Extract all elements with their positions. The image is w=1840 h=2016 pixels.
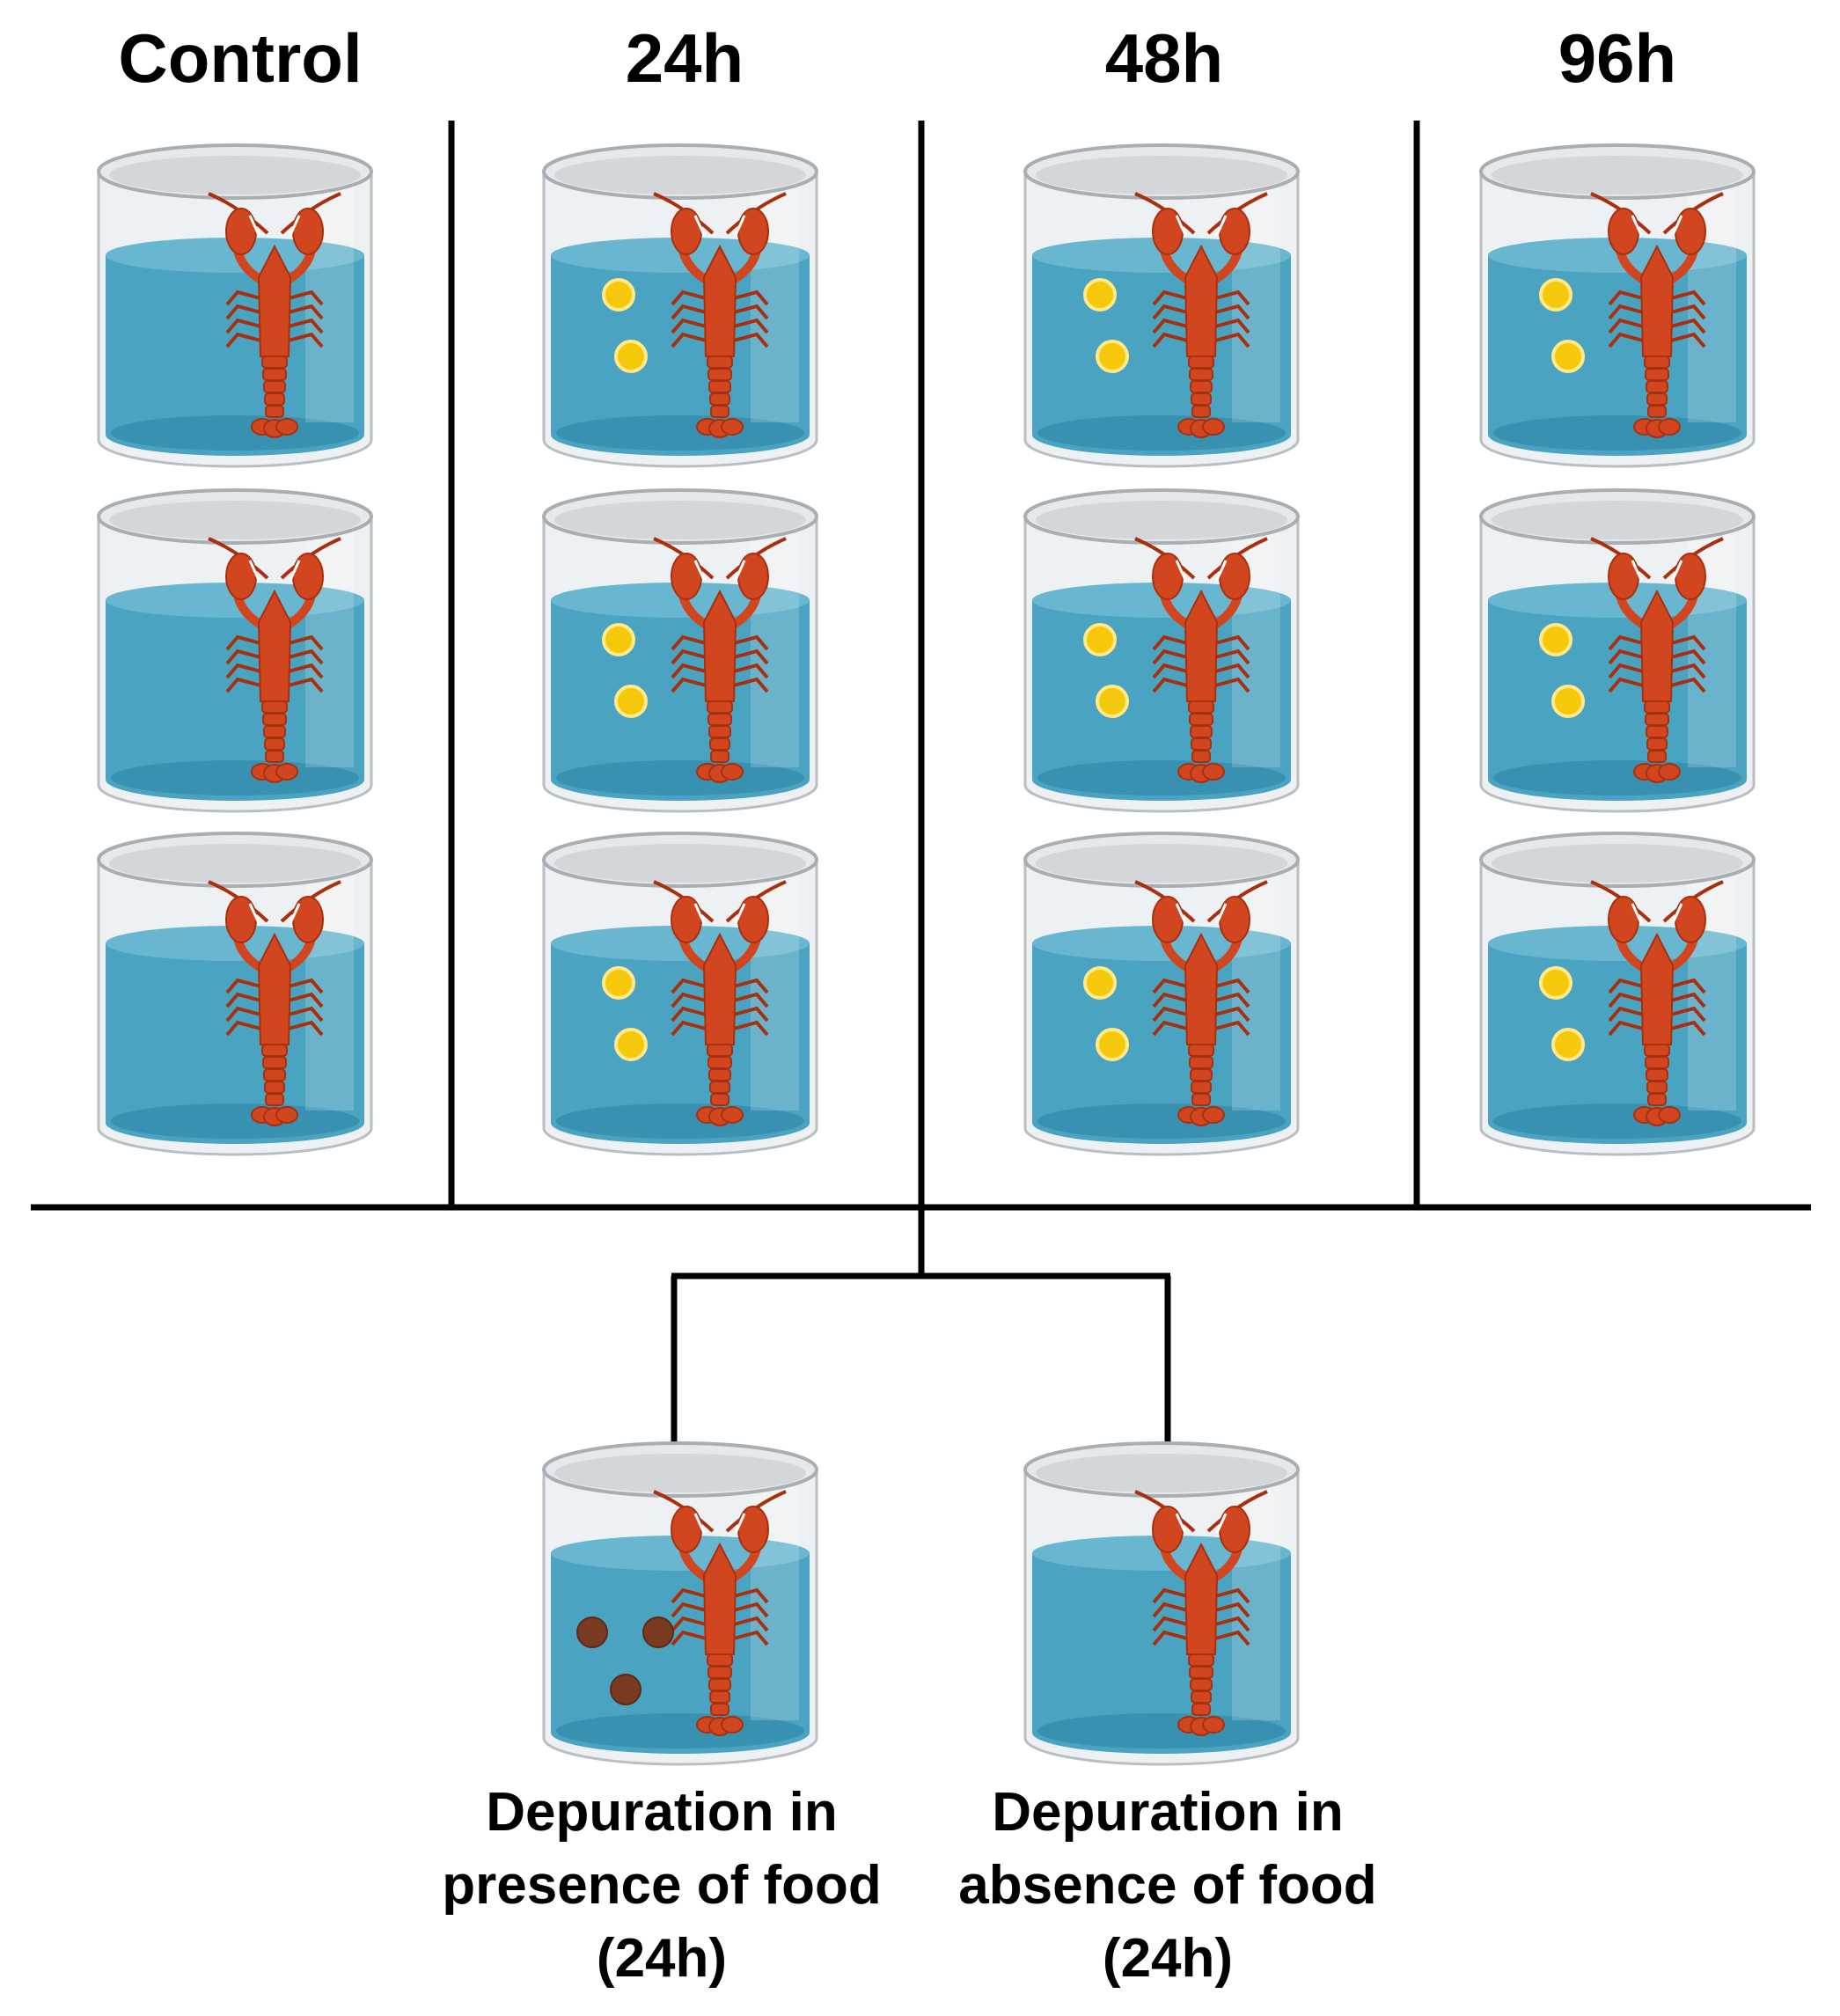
tank-24h-1 (542, 143, 818, 468)
pellet-icon (1539, 623, 1572, 656)
beaker-icon (1479, 832, 1756, 1156)
pellet-icon (602, 278, 635, 312)
header-control: Control (118, 19, 362, 97)
pellet-icon (1539, 278, 1572, 312)
caption-absence-line1: Depuration in (992, 1782, 1344, 1843)
pellet-icon (614, 1028, 648, 1061)
pellet-icon (1083, 966, 1117, 1000)
beaker-icon (97, 488, 373, 813)
crayfish-icon (1134, 537, 1268, 783)
crayfish-icon (1134, 192, 1268, 438)
tank-48h-2 (1023, 488, 1300, 813)
crayfish-icon (1590, 192, 1724, 438)
tank-24h-2 (542, 488, 818, 813)
caption-absence-line2: absence of food (958, 1855, 1376, 1916)
crayfish-icon (653, 880, 787, 1126)
beaker-icon (1023, 488, 1300, 813)
tank-control-3 (97, 832, 373, 1156)
beaker-icon (542, 488, 818, 813)
beaker-icon (1479, 488, 1756, 813)
crayfish-icon (653, 537, 787, 783)
beaker-icon (1023, 1441, 1300, 1766)
pellet-icon (1551, 1028, 1585, 1061)
crayfish-icon (208, 880, 341, 1126)
crayfish-icon (1590, 880, 1724, 1126)
tank-grid (97, 143, 1756, 1766)
tank-96h-3 (1479, 832, 1756, 1156)
tank-depuration-presence (542, 1441, 818, 1766)
pellet-icon (1551, 685, 1585, 718)
pellet-icon (614, 340, 648, 373)
tank-depuration-absence (1023, 1441, 1300, 1766)
beaker-icon (542, 832, 818, 1156)
caption-absence-line3: (24h) (1103, 1928, 1233, 1989)
pellet-icon (1551, 340, 1585, 373)
caption-presence-line3: (24h) (597, 1928, 727, 1989)
crayfish-icon (208, 192, 341, 438)
caption-presence-line2: presence of food (442, 1855, 882, 1916)
crayfish-icon (653, 1490, 787, 1736)
pellet-icon (1539, 966, 1572, 1000)
tank-control-2 (97, 488, 373, 813)
pellet-icon (1083, 623, 1117, 656)
crayfish-icon (1134, 1490, 1268, 1736)
beaker-icon (97, 143, 373, 468)
tank-24h-3 (542, 832, 818, 1156)
header-24h: 24h (626, 19, 744, 97)
header-48h: 48h (1105, 19, 1223, 97)
pellet-icon (602, 623, 635, 656)
tank-control-1 (97, 143, 373, 468)
pellet-icon (1096, 340, 1129, 373)
pellet-icon (614, 685, 648, 718)
tank-48h-1 (1023, 143, 1300, 468)
pellet-icon (1096, 1028, 1129, 1061)
beaker-icon (97, 832, 373, 1156)
caption-presence-line1: Depuration in (486, 1782, 838, 1843)
crayfish-icon (1134, 880, 1268, 1126)
tank-96h-1 (1479, 143, 1756, 468)
beaker-icon (542, 1441, 818, 1766)
food-pellet-icon (642, 1616, 674, 1648)
food-pellet-icon (610, 1674, 641, 1705)
beaker-icon (542, 143, 818, 468)
beaker-icon (1479, 143, 1756, 468)
pellet-icon (602, 966, 635, 1000)
pellet-icon (1096, 685, 1129, 718)
beaker-icon (1023, 832, 1300, 1156)
divider-lines (31, 121, 1811, 1452)
tank-48h-3 (1023, 832, 1300, 1156)
crayfish-icon (653, 192, 787, 438)
food-pellet-icon (576, 1616, 608, 1648)
crayfish-icon (1590, 537, 1724, 783)
tank-96h-2 (1479, 488, 1756, 813)
crayfish-icon (208, 537, 341, 783)
pellet-icon (1083, 278, 1117, 312)
header-96h: 96h (1558, 19, 1676, 97)
beaker-icon (1023, 143, 1300, 468)
